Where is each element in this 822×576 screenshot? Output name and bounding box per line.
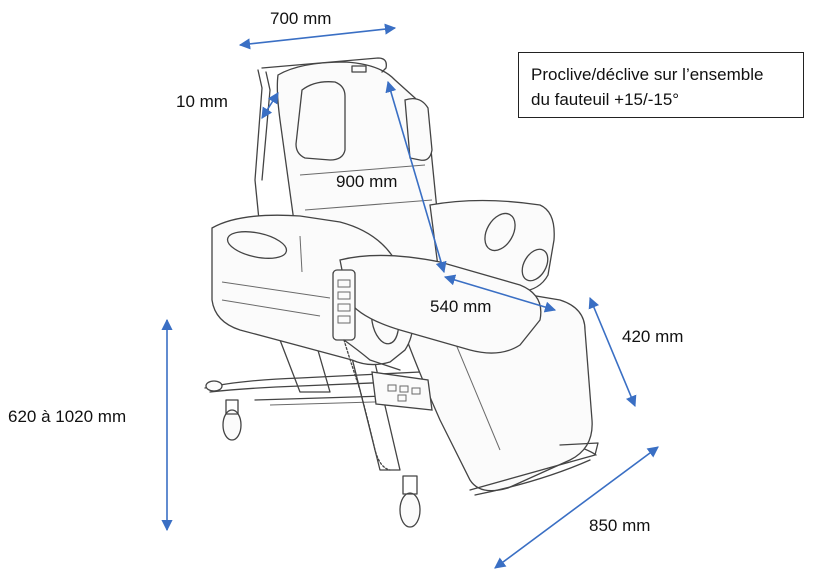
thickness-label: 10 mm [176,92,228,111]
backrest-arrow [385,80,447,274]
width-label: 700 mm [270,9,332,28]
seat-width-label: 540 mm [430,297,492,316]
backrest-length-label: 900 mm [336,172,398,191]
width-arrow [238,23,397,50]
height-range-label: 620 à 1020 mm [8,407,127,426]
length-arrow [494,446,659,569]
control-box [371,371,433,411]
thickness-arrow [261,92,279,119]
total-length-label: 850 mm [589,516,651,535]
seat-depth-label: 420 mm [622,327,684,346]
tilt-note-line-2: du fauteuil +15/-15° [531,90,680,109]
seat-width-arrow [443,274,557,313]
tilt-note-line-1: Proclive/déclive sur l’ensemble [531,65,764,84]
tilt-note-box: Proclive/déclive sur l’ensemble du faute… [518,52,804,118]
seat-depth-arrow [588,296,637,408]
hand-remote [332,269,401,471]
